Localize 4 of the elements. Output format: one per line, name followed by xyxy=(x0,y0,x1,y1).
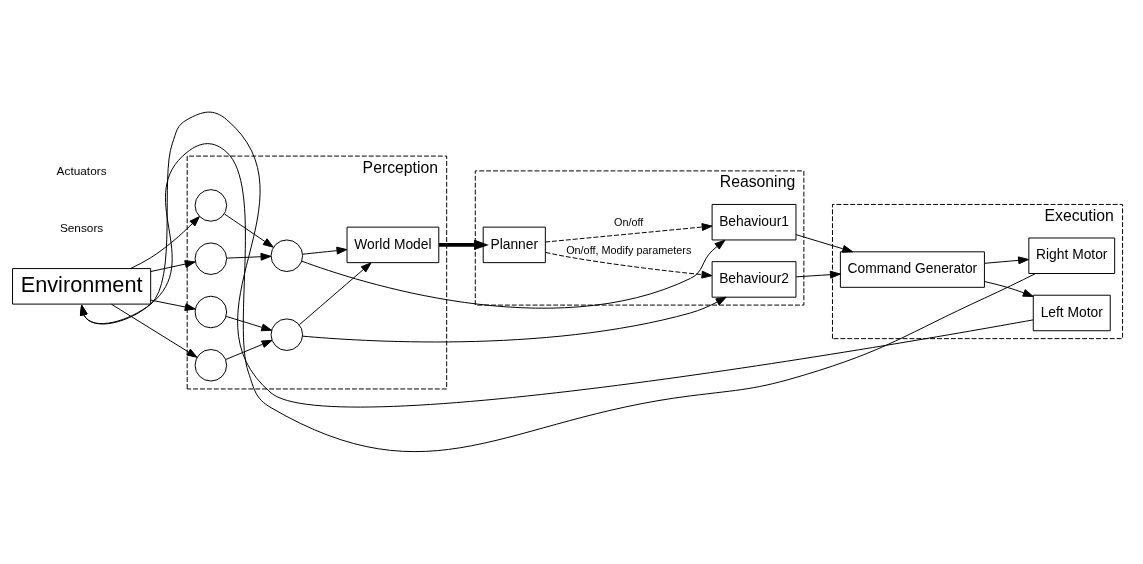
edge-label: On/off, Modify parameters xyxy=(566,243,692,256)
label: Actuators xyxy=(56,163,107,178)
label: Sensors xyxy=(59,221,104,236)
edge-label: On/off xyxy=(614,215,644,228)
